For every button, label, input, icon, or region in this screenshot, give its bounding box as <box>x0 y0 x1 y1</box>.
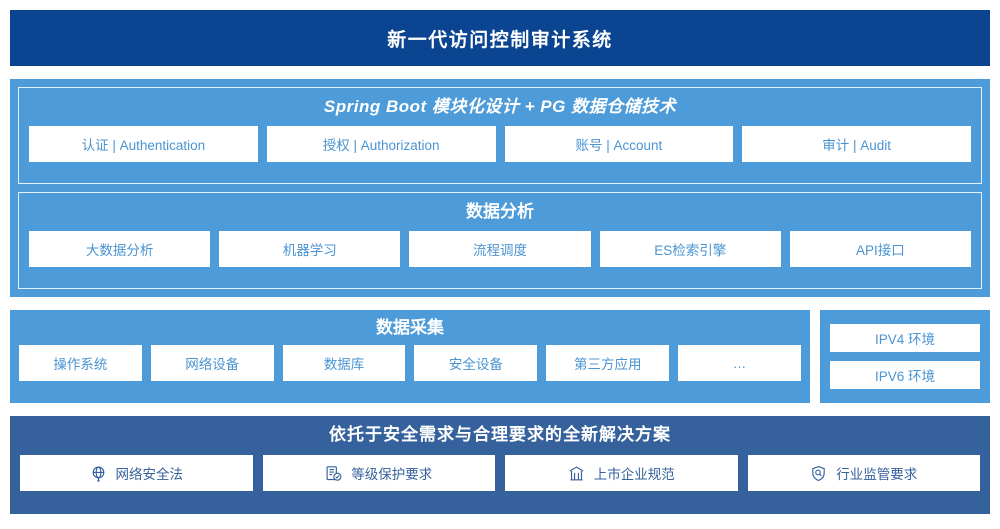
chip-ipv4-environment[interactable]: IPV4 环境 <box>830 324 980 352</box>
globe-network-icon <box>90 465 107 482</box>
data-collection-title: 数据采集 <box>376 318 444 337</box>
data-analysis-chip-row: 大数据分析 机器学习 流程调度 ES检索引擎 API接口 <box>29 231 972 268</box>
spring-boot-title: Spring Boot 模块化设计 + PG 数据仓储技术 <box>323 97 677 116</box>
chip-security-device[interactable]: 安全设备 <box>414 345 538 382</box>
chip-cybersecurity-law[interactable]: 网络安全法 <box>20 455 253 492</box>
chip-label: 等级保护要求 <box>351 467 433 483</box>
chip-api-interface[interactable]: API接口 <box>789 231 972 268</box>
collection-layer-row: 数据采集 操作系统 网络设备 数据库 安全设备 第三方应用 … IPV4 环境 … <box>10 310 990 403</box>
shield-search-icon <box>810 465 827 482</box>
chip-third-party-app[interactable]: 第三方应用 <box>546 345 670 382</box>
document-check-icon <box>325 465 342 482</box>
application-layer-panel: Spring Boot 模块化设计 + PG 数据仓储技术 认证 | Authe… <box>10 79 990 297</box>
chip-es-search-engine[interactable]: ES检索引擎 <box>599 231 781 268</box>
chip-audit[interactable]: 审计 | Audit <box>742 126 971 163</box>
header-bar: 新一代访问控制审计系统 <box>10 10 990 66</box>
page-title: 新一代访问控制审计系统 <box>387 29 613 51</box>
spring-boot-chip-row: 认证 | Authentication 授权 | Authorization 账… <box>29 126 971 163</box>
chip-network-device[interactable]: 网络设备 <box>150 345 274 382</box>
chip-ipv6-environment[interactable]: IPV6 环境 <box>830 361 980 389</box>
bank-building-icon <box>568 465 585 482</box>
chip-industry-supervision[interactable]: 行业监管要求 <box>747 455 980 492</box>
data-collection-chip-row: 操作系统 网络设备 数据库 安全设备 第三方应用 … <box>19 345 801 382</box>
chip-authentication[interactable]: 认证 | Authentication <box>29 126 258 163</box>
chip-machine-learning[interactable]: 机器学习 <box>219 231 401 268</box>
chip-more-ellipsis[interactable]: … <box>678 345 801 382</box>
chip-operating-system[interactable]: 操作系统 <box>19 345 142 382</box>
spring-boot-group: Spring Boot 模块化设计 + PG 数据仓储技术 认证 | Authe… <box>18 87 982 184</box>
chip-authorization[interactable]: 授权 | Authorization <box>266 126 496 163</box>
environment-panel: IPV4 环境 IPV6 环境 <box>820 310 990 403</box>
chip-label: 上市企业规范 <box>593 467 675 483</box>
compliance-layer-panel: 依托于安全需求与合理要求的全新解决方案 网络安全法 <box>10 416 990 514</box>
data-analysis-title: 数据分析 <box>466 202 534 221</box>
chip-database[interactable]: 数据库 <box>282 345 406 382</box>
chip-label: 网络安全法 <box>115 467 184 483</box>
compliance-chip-row: 网络安全法 等级保护要求 <box>20 455 980 492</box>
data-analysis-group: 数据分析 大数据分析 机器学习 流程调度 ES检索引擎 API接口 <box>18 192 982 289</box>
compliance-title: 依托于安全需求与合理要求的全新解决方案 <box>329 425 671 444</box>
chip-classified-protection[interactable]: 等级保护要求 <box>262 455 495 492</box>
chip-process-scheduling[interactable]: 流程调度 <box>409 231 591 268</box>
chip-label: 行业监管要求 <box>836 467 918 483</box>
chip-big-data-analysis[interactable]: 大数据分析 <box>29 231 211 268</box>
chip-account[interactable]: 账号 | Account <box>504 126 734 163</box>
data-collection-panel: 数据采集 操作系统 网络设备 数据库 安全设备 第三方应用 … <box>10 310 810 403</box>
chip-listed-company-standard[interactable]: 上市企业规范 <box>505 455 738 492</box>
